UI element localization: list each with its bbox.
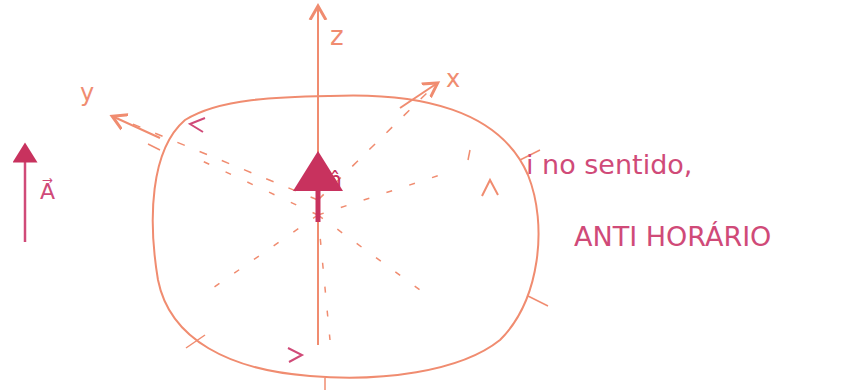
note-text: ANTI HORÁRIO — [574, 222, 771, 252]
current-arrow — [190, 118, 205, 132]
vector-label: n̂ — [328, 168, 342, 192]
y-axis — [118, 118, 318, 200]
note-text: i no sentido, — [526, 150, 692, 180]
vector-label: A⃗ — [40, 180, 55, 204]
axis-label: y — [80, 80, 94, 106]
a-vector — [24, 150, 27, 242]
x-axis-tip — [400, 84, 436, 108]
current-loop — [153, 95, 539, 377]
z-axis — [317, 8, 319, 345]
ticks — [148, 144, 548, 390]
axis-label: z — [330, 22, 344, 51]
current-arrow — [288, 348, 302, 362]
radial-lines — [200, 160, 440, 340]
current-arrow — [482, 180, 498, 196]
y-axis-tip — [114, 117, 160, 138]
axis-label: x — [446, 66, 460, 92]
normal-vector — [316, 166, 321, 222]
